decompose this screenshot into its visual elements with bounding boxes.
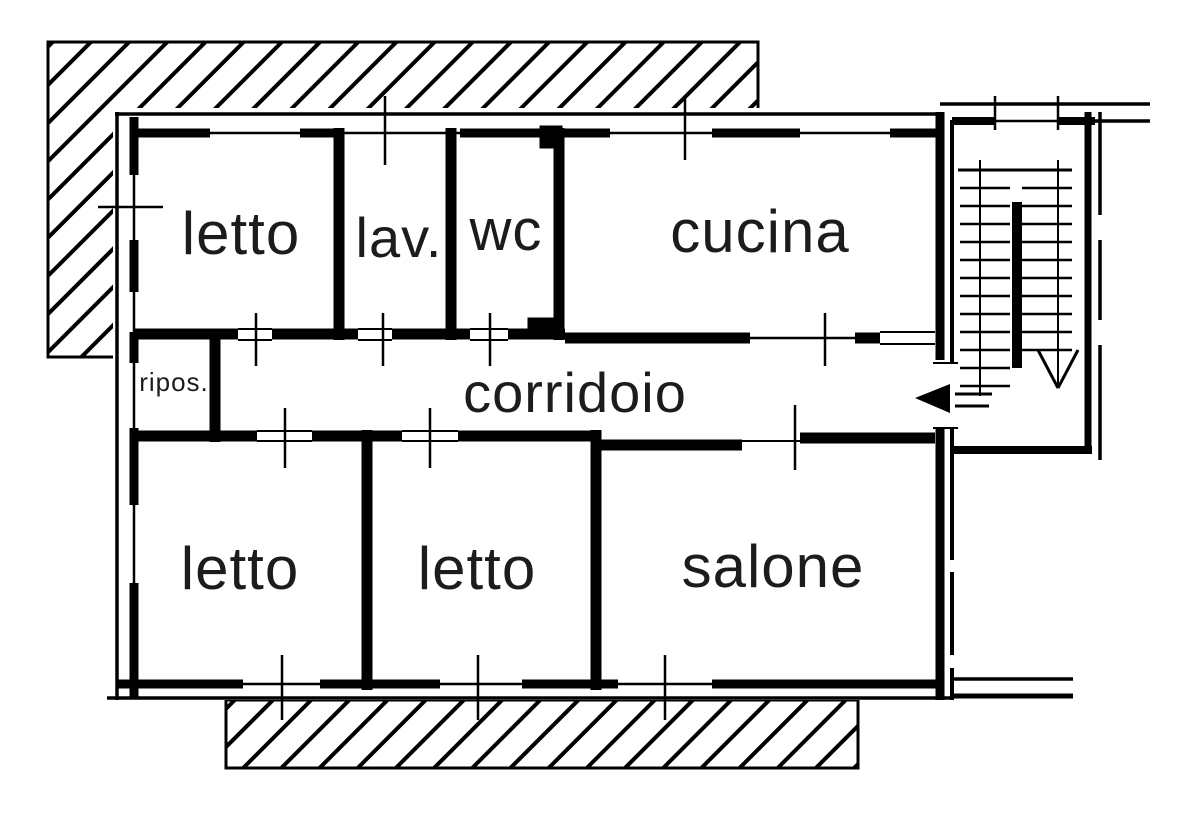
- room-label-letto-top: letto: [182, 200, 300, 267]
- room-label-wc: wc: [469, 198, 543, 263]
- room-label-letto-bottom-left: letto: [181, 535, 299, 602]
- room-label-salone: salone: [682, 533, 865, 600]
- stairs-down-arrow-icon: [1036, 349, 1080, 389]
- room-label-ripos: ripos.: [139, 367, 209, 397]
- stairs: [958, 160, 1080, 396]
- entrance-arrow-icon: [915, 384, 992, 413]
- room-label-lav: lav.: [356, 206, 443, 269]
- room-label-letto-bottom-middle: letto: [418, 535, 536, 602]
- room-label-corridoio: corridoio: [463, 361, 687, 424]
- balcony-hatch: [224, 698, 860, 770]
- exterior-walls: [98, 96, 1150, 720]
- interior-walls: [133, 125, 935, 690]
- room-label-cucina: cucina: [670, 198, 849, 265]
- apartment-floor: [113, 108, 954, 700]
- room-labels: letto lav. wc cucina ripos. corridoio le…: [139, 198, 865, 602]
